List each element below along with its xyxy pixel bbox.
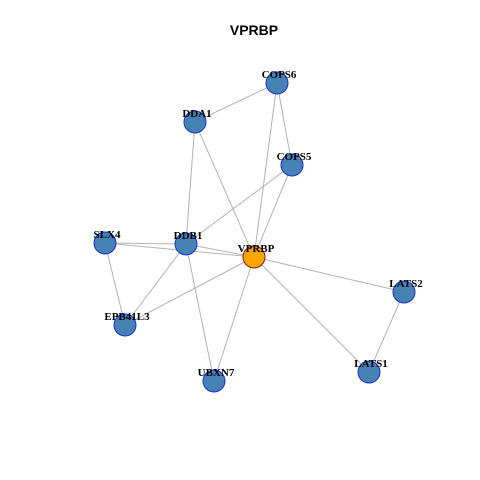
edge-ddb1-ubxn7 [185,243,215,382]
node-lats1 [357,360,381,384]
node-label-ubxn7: UBXN7 [198,367,235,379]
node-label-epb41l3: EPB41L3 [104,311,150,323]
edge-cops5-vprbp [253,164,293,258]
node-label-cops6: COPS6 [262,69,297,81]
node-slx4 [93,231,117,255]
edge-cops6-cops5 [276,82,293,166]
edge-vprbp-lats1 [253,256,370,373]
edge-ddb1-vprbp [185,243,255,258]
edge-vprbp-lats2 [253,256,405,293]
edge-dda1-cops6 [194,82,278,123]
node-ddb1 [174,232,198,256]
node-label-cops5: COPS5 [277,151,312,163]
node-label-slx4: SLX4 [94,229,121,241]
edge-cops6-vprbp [253,82,278,258]
edge-vprbp-ubxn7 [213,256,255,382]
edges-layer [104,82,405,382]
node-ubxn7 [202,369,226,393]
node-epb41l3 [113,313,137,337]
edge-ddb1-epb41l3 [124,243,187,326]
edge-dda1-ddb1 [185,121,196,245]
edge-slx4-ddb1 [104,242,187,245]
diagram-title: VPRBP [230,22,278,38]
node-label-lats1: LATS1 [354,358,387,370]
node-label-ddb1: DDB1 [174,230,203,242]
nodes-layer [93,71,416,393]
node-lats2 [392,280,416,304]
node-label-dda1: DDA1 [182,108,211,120]
node-label-lats2: LATS2 [389,278,423,290]
node-cops6 [265,71,289,95]
node-label-vprbp: VPRBP [238,243,275,255]
edge-dda1-vprbp [194,121,255,258]
edge-cops5-ddb1 [185,164,293,245]
edge-slx4-epb41l3 [104,242,126,326]
node-cops5 [280,153,304,177]
node-vprbp [242,245,266,269]
edge-lats2-lats1 [368,291,405,373]
node-dda1 [183,110,207,134]
edge-vprbp-epb41l3 [124,256,255,326]
